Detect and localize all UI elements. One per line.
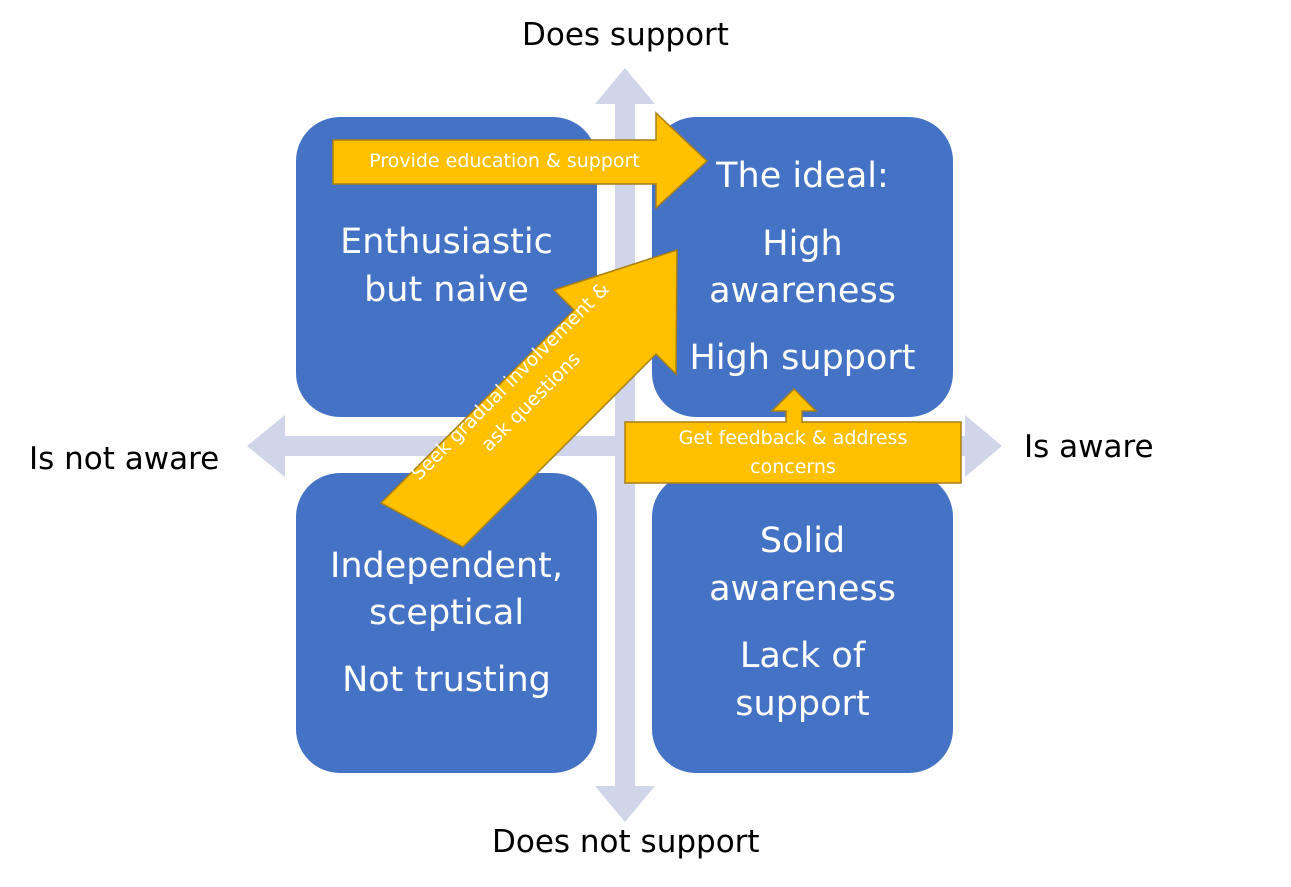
quadrant-bottom-right [652,473,953,773]
quadrant-bottom-right-line1: Solid [759,521,846,561]
axis-label-top: Does support [522,17,729,53]
axis-label-left: Is not aware [29,441,220,477]
education-arrow-label: Provide education & support [369,150,640,172]
axis-label-right: Is aware [1024,429,1154,465]
education-arrow [332,111,709,210]
gradual-arrow [379,248,678,548]
feedback-arrow-label-line1: Get feedback & address [678,427,908,449]
feedback-arrow [624,387,962,484]
quadrant-top-right-line1: High [762,224,843,264]
quadrant-bottom-right-line3: Lack of [739,636,866,676]
quadrant-bottom-left-line1: Independent, [330,546,563,586]
axis-label-bottom: Does not support [492,824,760,860]
feedback-arrow-label-line2: concerns [750,456,836,478]
quadrant-top-right-title: The ideal: [716,156,889,196]
quadrant-bottom-left-line3: Not trusting [342,660,551,700]
quadrant-bottom-right-line4: support [735,684,870,724]
quadrant-top-left-line2: but naive [364,270,529,310]
quadrant-top-right-line2: awareness [709,271,896,311]
quadrant-top-right-line3: High support [689,338,916,378]
quadrant-bottom-right-line2: awareness [709,569,896,609]
quadrant-top-left-line1: Enthusiastic [340,222,553,262]
quadrant-top-right [652,117,953,417]
quadrant-bottom-left-line2: sceptical [368,593,525,633]
